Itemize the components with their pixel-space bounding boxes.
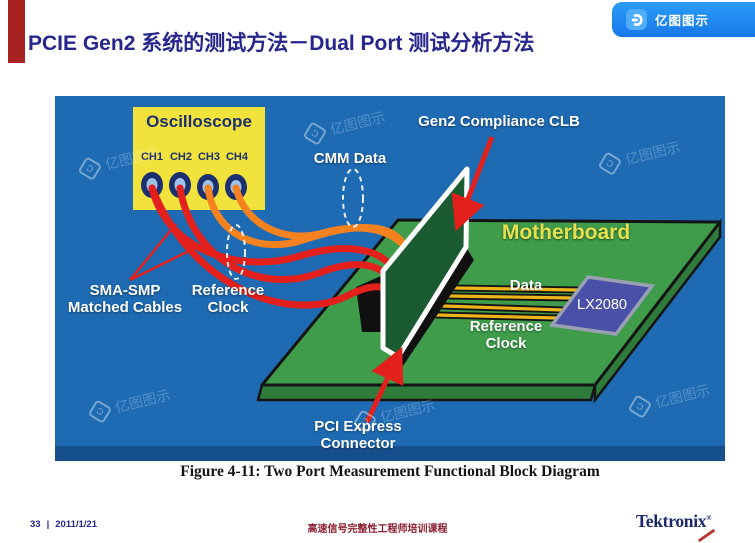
motherboard-shape — [256, 218, 722, 404]
data-label: Data — [509, 277, 543, 294]
measurement-cables — [148, 184, 413, 309]
reference-clock-cables-label: Reference Clock — [191, 282, 265, 316]
diagram-bottom-strip — [55, 446, 725, 461]
annotation-arrows — [129, 136, 495, 424]
lx2080-chip-shape — [548, 275, 656, 336]
footer-course-title: 高速信号完整性工程师培训课程 — [307, 524, 448, 535]
cmm-data-ellipse — [342, 168, 364, 228]
diagram-graphic — [129, 136, 722, 424]
channel-label-ch1: CH1 — [140, 151, 163, 163]
reference-clock-ellipse — [226, 224, 246, 280]
gen2-clb-label: Gen2 Compliance CLB — [418, 113, 580, 130]
edraw-badge: 亿图图示 — [612, 2, 755, 37]
lx2080-label: LX2080 — [577, 297, 627, 313]
pci-express-connector-label: PCI Express Connector — [314, 418, 402, 452]
edraw-badge-label: 亿图图示 — [655, 14, 710, 28]
orange-cable-2 — [232, 184, 413, 256]
connector-arrow — [364, 346, 404, 424]
channel-label-ch4: CH4 — [225, 151, 248, 163]
title-accent-bar — [8, 0, 25, 63]
sma-leader-line — [129, 223, 177, 281]
channel-label-ch2: CH2 — [169, 151, 192, 163]
reference-clock-board-label: Reference Clock — [469, 318, 543, 352]
cmm-data-label: CMM Data — [313, 150, 387, 167]
tektronix-logo: Tektronix® — [636, 511, 712, 531]
slide-number: 33 — [30, 519, 41, 530]
oscilloscope-label: Oscilloscope — [146, 112, 252, 131]
footer-divider: | — [46, 519, 50, 530]
pcb-traces — [433, 284, 582, 322]
edraw-logo-icon — [626, 9, 647, 30]
red-cable-3 — [148, 184, 391, 309]
red-cable-2 — [176, 184, 393, 284]
page-title: PCIE Gen2 系统的测试方法－Dual Port 测试分析方法 — [28, 32, 535, 55]
trademark-mark: ® — [706, 514, 712, 523]
figure-caption: Figure 4-11: Two Port Measurement Functi… — [180, 463, 600, 480]
sma-leader-line — [129, 241, 206, 282]
sma-smp-label: SMA-SMP Matched Cables — [67, 282, 183, 316]
clb-arrow — [451, 136, 495, 232]
footer-page-info: 33 | 2011/1/21 — [30, 519, 97, 530]
channel-label-ch3: CH3 — [197, 151, 220, 163]
footer-date: 2011/1/21 — [55, 519, 97, 530]
motherboard-label: Motherboard — [501, 221, 631, 244]
